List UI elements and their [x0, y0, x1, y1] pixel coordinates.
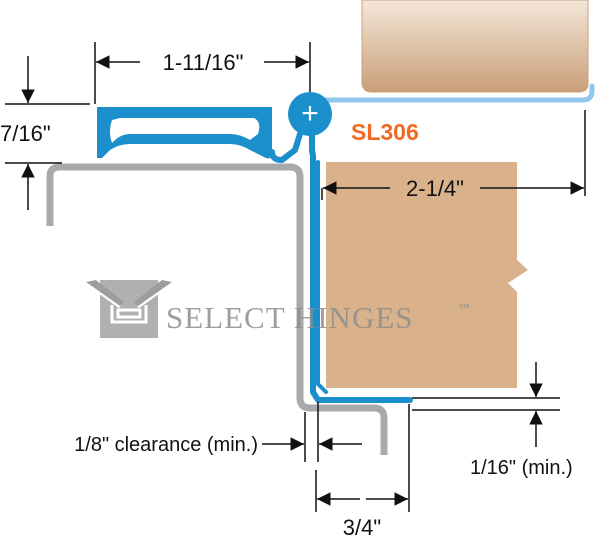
dim-clearance-label: 1/8" clearance (min.)	[74, 434, 258, 456]
dim-left-label: 7/16"	[0, 121, 51, 146]
dim-bottom-label: 3/4"	[343, 515, 381, 540]
hinge-pin-plus: +	[301, 97, 319, 130]
door	[326, 162, 528, 388]
select-hinges-logo: SELECT HINGES ™	[86, 280, 470, 338]
model-label: SL306	[351, 119, 419, 145]
hinge-leaf-inner	[316, 160, 328, 394]
logo-hinge-arms	[86, 280, 172, 306]
hinge-leaf-vertical	[269, 109, 413, 403]
dim-gap-label: 1/16" (min.)	[470, 457, 573, 479]
door-frame	[46, 163, 388, 455]
hinge-leaf-right	[315, 83, 595, 103]
hinge-pin-circle	[288, 92, 332, 136]
logo-hinge-icon	[87, 282, 171, 324]
watermark-text: SELECT HINGES	[166, 300, 414, 335]
dim-depth-label: 2-1/4"	[406, 176, 464, 201]
adjacent-door-panel	[361, 0, 589, 93]
hinge-channel	[97, 107, 272, 159]
dim-top-label: 1-11/16"	[163, 50, 244, 75]
watermark-trademark: ™	[458, 301, 470, 315]
